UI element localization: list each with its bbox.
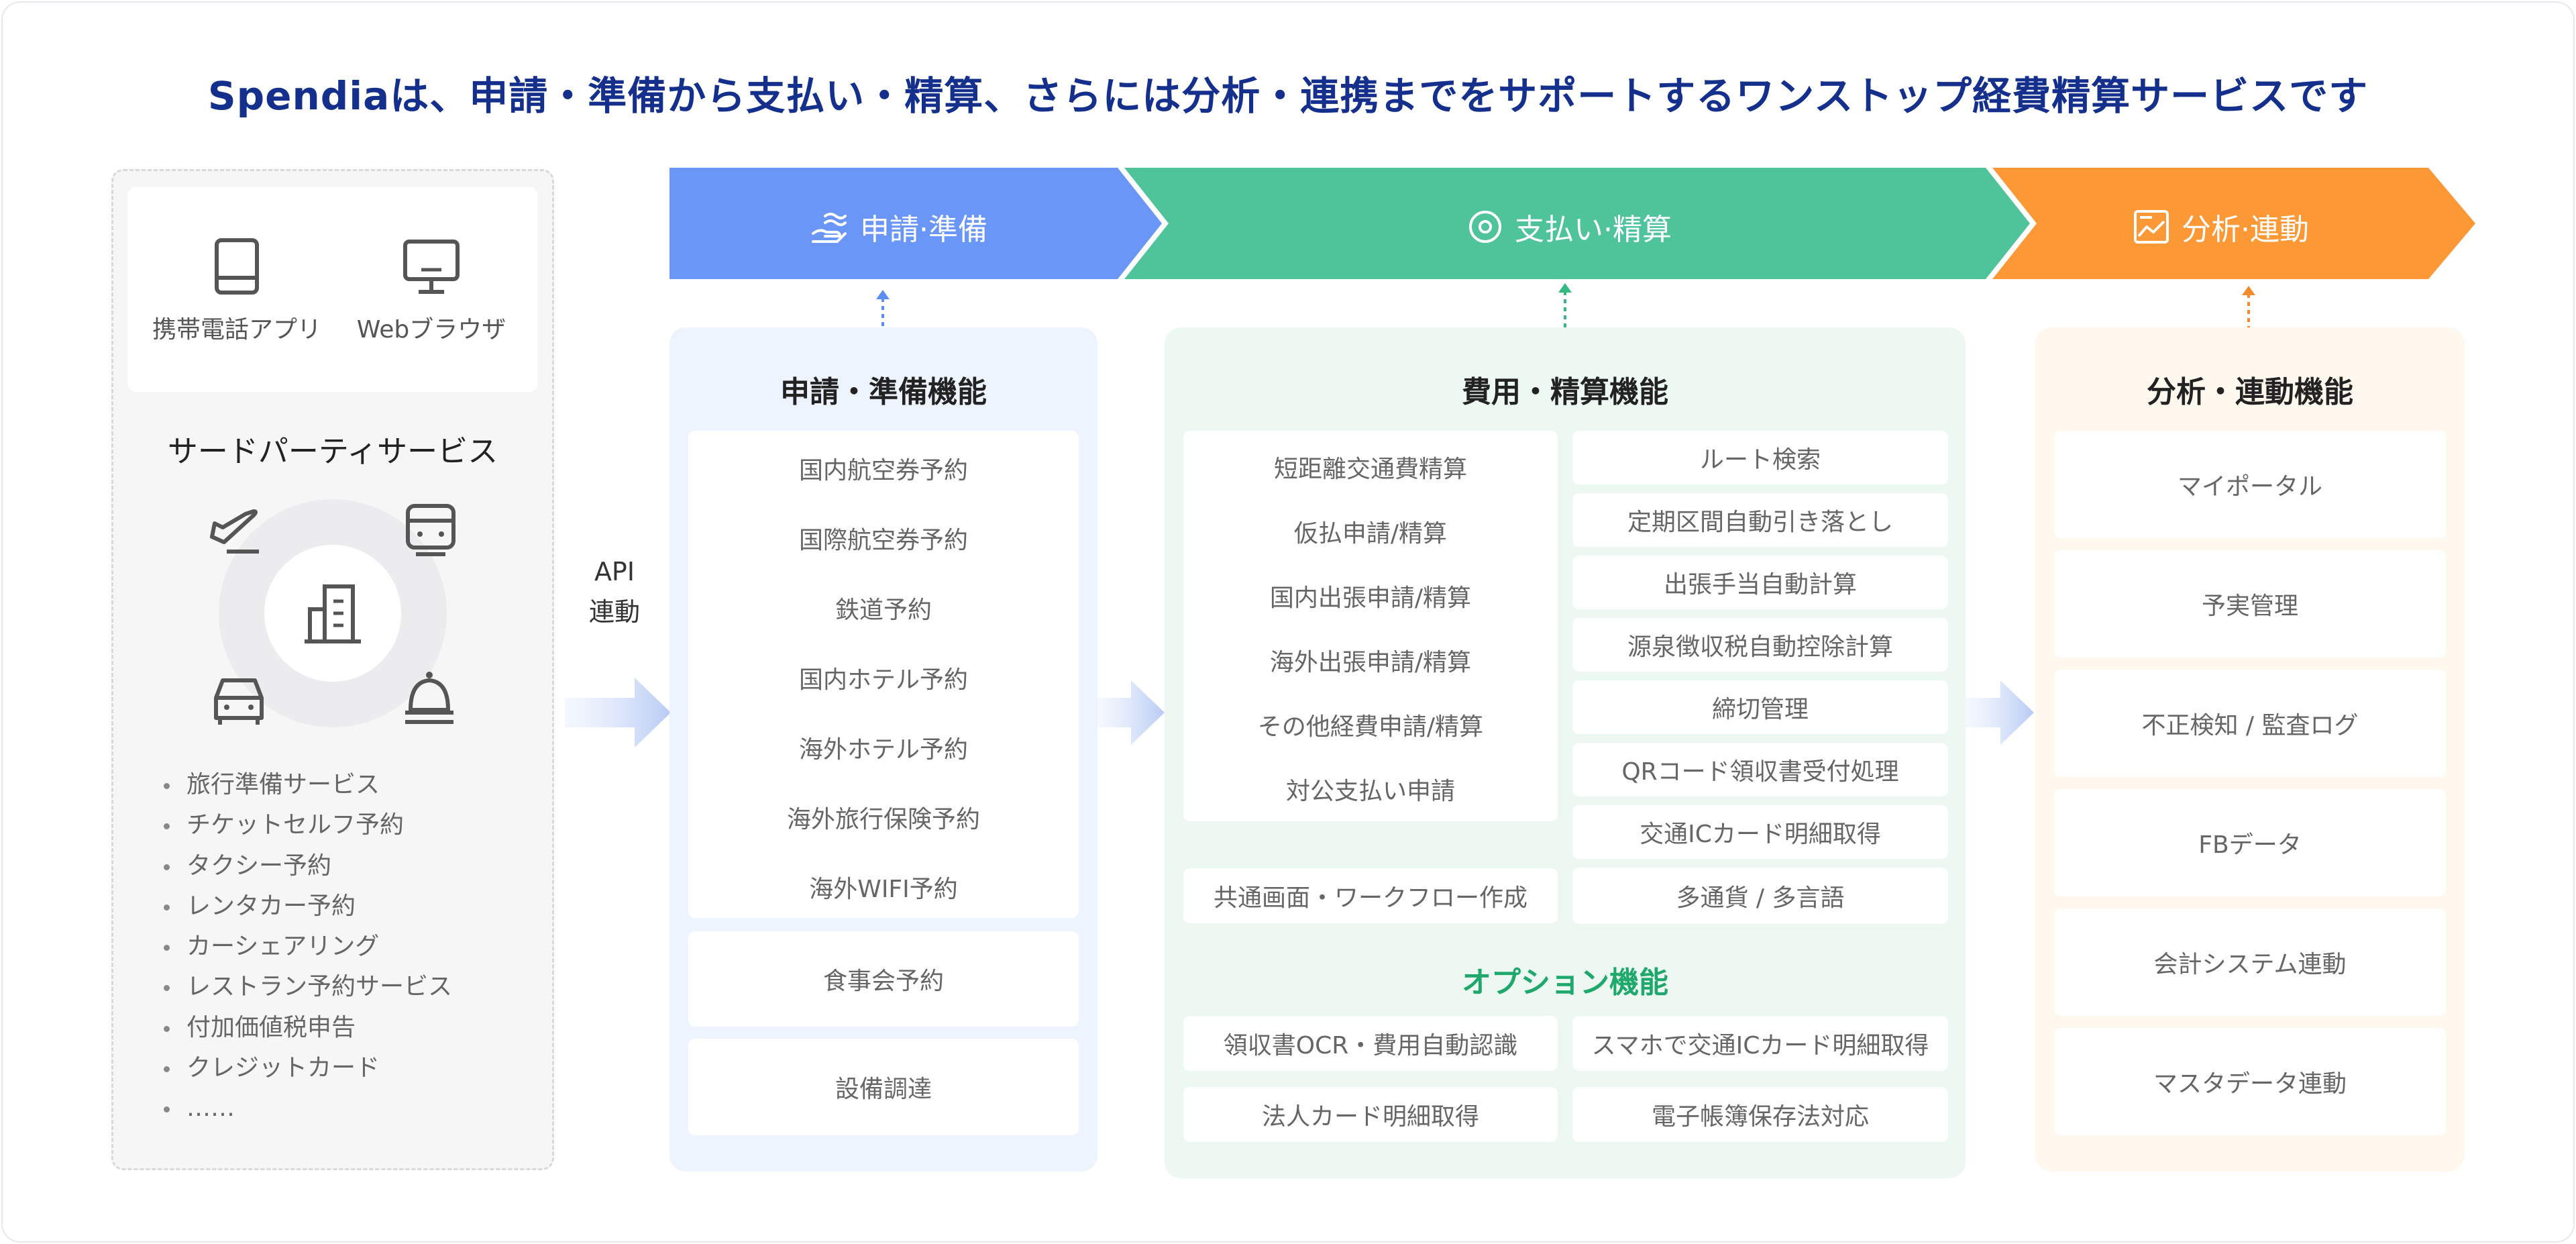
list-item: タクシー予約 <box>158 846 452 886</box>
page-title: Spendiaは、申請・準備から支払い・精算、さらには分析・連携までをサポートす… <box>207 73 2369 119</box>
list-item: カーシェアリング <box>158 927 452 967</box>
feature-item: 海外旅行保険予約 <box>786 806 980 833</box>
train-icon <box>406 504 455 556</box>
feature-item: 海外出張申請/精算 <box>1269 649 1472 676</box>
third-party-list: 旅行準備サービス チケットセルフ予約 タクシー予約 レンタカー予約 カーシェアリ… <box>158 765 452 1129</box>
airplane-icon <box>210 509 259 554</box>
list-item: レンタカー予約 <box>158 886 452 927</box>
feature-item: 国内出張申請/精算 <box>1269 584 1472 612</box>
stage-chevron-apply <box>669 168 1162 279</box>
feature-item: 源泉徴収税自動控除計算 <box>1572 618 1948 672</box>
expense-title: 費用・精算機能 <box>1462 375 1668 409</box>
feature-item: 交通ICカード明細取得 <box>1572 805 1948 859</box>
chart-image-icon <box>2134 210 2169 244</box>
expense-list-card: 短距離交通費精算 仮払申請/精算 国内出張申請/精算 海外出張申請/精算 その他… <box>1183 431 1558 821</box>
list-item: 付加価値税申告 <box>158 1008 452 1048</box>
feature-item: 海外ホテル予約 <box>798 736 968 764</box>
stage-label-expense-text: 支払い·精算 <box>1515 213 1672 247</box>
stage-chevron-analysis <box>1992 168 2475 279</box>
option-item: 電子帳簿保存法対応 <box>1572 1087 1948 1142</box>
list-item: クレジットカード <box>158 1048 452 1088</box>
feature-item: QRコード領収書受付処理 <box>1572 743 1948 796</box>
device-card <box>127 187 538 392</box>
feature-item: マスタデータ連動 <box>2054 1028 2446 1135</box>
feature-item: 予実管理 <box>2054 550 2446 658</box>
bell-icon <box>405 672 453 724</box>
feature-item: マイポータル <box>2054 431 2446 538</box>
stage-label-apply-text: 申請·準備 <box>860 213 987 247</box>
feature-item: その他経費申請/精算 <box>1257 713 1484 741</box>
stage-label-apply: 申請·準備 <box>810 205 987 248</box>
list-item: …… <box>158 1088 452 1129</box>
feature-item: 鉄道予約 <box>835 597 932 624</box>
analysis-title: 分析・連動機能 <box>2147 375 2353 409</box>
list-item: 旅行準備サービス <box>158 765 452 805</box>
feature-item: 多通貨 / 多言語 <box>1572 868 1948 924</box>
service-hub <box>264 545 401 682</box>
stage-chevron-expense <box>1124 168 2030 279</box>
apply-title: 申請・準備機能 <box>780 375 987 409</box>
feature-item: 国内航空券予約 <box>798 457 968 484</box>
feature-item: 不正検知 / 監査ログ <box>2054 670 2446 777</box>
feature-item: 設備調達 <box>688 1039 1079 1135</box>
apply-list-card: 国内航空券予約 国際航空券予約 鉄道予約 国内ホテル予約 海外ホテル予約 海外旅… <box>688 431 1079 918</box>
feature-item: 仮払申請/精算 <box>1293 520 1448 548</box>
third-party-title: サードパーティサービス <box>167 433 498 469</box>
device-label-mobile: 携帯電話アプリ <box>152 316 321 344</box>
feature-item: 会計システム連動 <box>2054 909 2446 1016</box>
device-label-web: Webブラウザ <box>356 316 506 344</box>
monitor-icon <box>403 240 460 294</box>
feature-item: 国際航空券予約 <box>798 527 968 554</box>
feature-item-common: 共通画面・ワークフロー作成 <box>1183 868 1558 923</box>
api-label-line1: API <box>594 557 635 586</box>
target-icon <box>1469 211 1501 243</box>
feature-item: 食事会予約 <box>688 931 1079 1027</box>
option-item: 領収書OCR・費用自動認識 <box>1183 1016 1558 1071</box>
feature-item: ルート検索 <box>1572 431 1948 484</box>
api-link-label: API 連動 <box>574 552 655 632</box>
feature-item: 短距離交通費精算 <box>1273 456 1467 483</box>
list-item: レストラン予約サービス <box>158 967 452 1007</box>
connector-arrows <box>876 283 2255 368</box>
option-title: オプション機能 <box>1462 966 1668 1000</box>
option-item: スマホで交通ICカード明細取得 <box>1572 1016 1948 1071</box>
feature-item: FBデータ <box>2054 789 2446 896</box>
api-label-line2: 連動 <box>588 597 640 627</box>
stage-label-analysis: 分析·連動 <box>2133 205 2309 248</box>
feature-item: 定期区間自動引き落とし <box>1572 493 1948 547</box>
feature-item: 対公支払い申請 <box>1285 778 1455 805</box>
feature-item: 国内ホテル予約 <box>798 666 968 694</box>
stage-label-analysis-text: 分析·連動 <box>2182 213 2309 247</box>
stage-banner <box>669 168 2475 279</box>
list-item: チケットセルフ予約 <box>158 805 452 845</box>
stage-label-expense: 支払い·精算 <box>1468 205 1672 248</box>
option-item: 法人カード明細取得 <box>1183 1087 1558 1142</box>
building-icon <box>305 584 361 643</box>
feature-item: 出張手当自動計算 <box>1572 556 1948 609</box>
mobile-icon <box>215 238 259 295</box>
car-icon <box>214 678 264 725</box>
feature-item: 締切管理 <box>1572 680 1948 734</box>
hand-icon <box>812 213 847 243</box>
feature-item: 海外WIFI予約 <box>809 876 958 903</box>
